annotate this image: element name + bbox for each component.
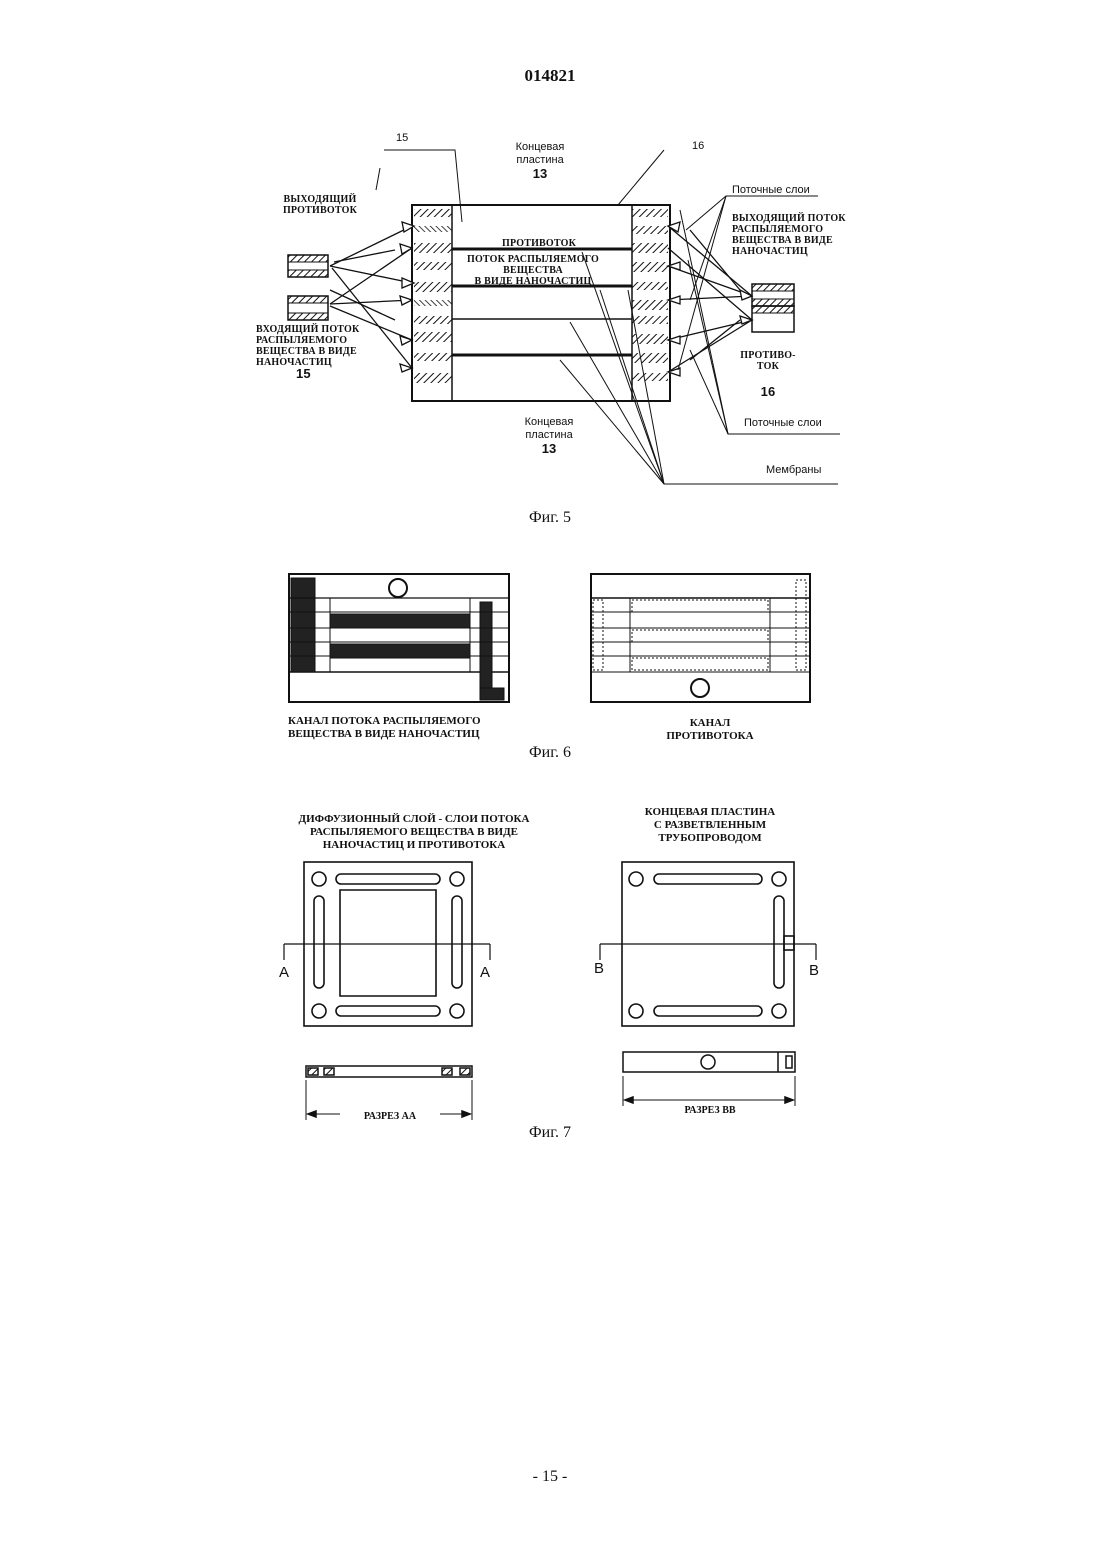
section-a-right: A xyxy=(480,964,490,981)
section-aa-label: РАЗРЕЗ АА xyxy=(340,1110,440,1123)
section-b-left: B xyxy=(594,960,604,977)
section-bb-label: РАЗРЕЗ ВВ xyxy=(660,1104,760,1117)
section-a-left: A xyxy=(279,964,289,981)
fig7-left-plate xyxy=(284,862,490,1026)
fig7-right-plate xyxy=(600,862,816,1026)
fig7-section-bb xyxy=(623,1052,795,1106)
figure-7-caption: Фиг. 7 xyxy=(450,1124,650,1142)
section-b-right: B xyxy=(809,962,819,979)
